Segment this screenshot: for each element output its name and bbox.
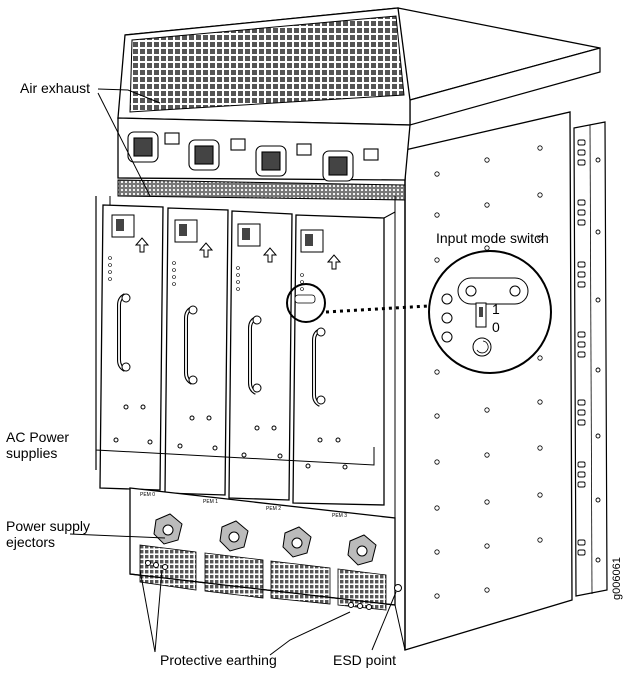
pem-module-2 [228,210,293,501]
figure-code: g006061 [611,557,623,600]
label-protective-earthing: Protective earthing [160,652,277,668]
air-exhaust-grille [117,7,411,126]
label-input-mode-switch: Input mode switch [436,230,549,246]
label-ejectors-2: ejectors [6,534,55,550]
label-air-exhaust: Air exhaust [20,80,90,96]
pem-module-0 [99,204,164,491]
pem-label-0: PEM 0 [140,492,155,498]
callout-lines [69,88,397,656]
input-mode-switch-detail [428,250,552,374]
pem-label-3: PEM 3 [332,513,347,519]
switch-label-on: 1 [492,301,500,317]
switch-label-off: 0 [492,319,500,335]
pem-label-1: PEM 1 [203,499,218,505]
label-esd-point: ESD point [333,652,396,668]
pem-label-2: PEM 2 [266,506,281,512]
label-ejectors-1: Power supply [6,518,90,534]
lower-chassis [129,487,406,651]
pem-module-1 [164,207,229,496]
switch-highlight-circle [286,283,326,323]
callout-dotted-line [325,304,429,314]
label-ac-power-1: AC Power [6,429,69,445]
power-inlet-strip [117,117,411,201]
label-ac-power-2: supplies [6,445,57,461]
